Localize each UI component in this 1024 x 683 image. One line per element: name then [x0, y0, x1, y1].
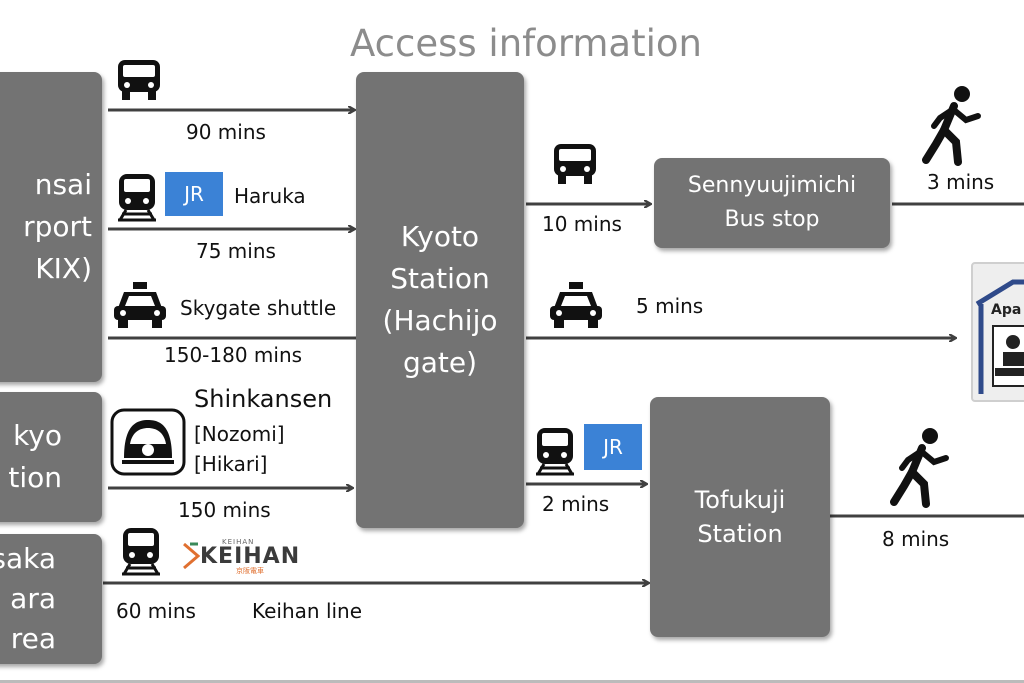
train-icon: [118, 174, 156, 222]
service-nozomi: [Nozomi]: [194, 422, 285, 446]
kyoto-line-1: Kyoto: [400, 220, 480, 253]
time-kyoto-jr: 2 mins: [542, 492, 610, 516]
train-icon: [122, 528, 160, 576]
apartment-icon: Apa: [971, 262, 1024, 402]
bus-icon: [554, 144, 596, 184]
kyoto-line-3: (Hachijo: [382, 304, 498, 337]
apartment-label: Apa: [991, 302, 1022, 318]
time-kyoto-bus: 10 mins: [542, 212, 622, 236]
page-title: Access information: [350, 22, 702, 65]
tokyo-line-1: kyo: [13, 419, 62, 452]
time-bus-kix: 90 mins: [186, 120, 266, 144]
time-keihan: 60 mins: [116, 599, 196, 623]
tofukuji-line-1: Tofukuji: [694, 486, 786, 514]
osaka-line-2: ara: [10, 582, 56, 615]
bus-icon: [118, 60, 160, 100]
service-hikari: [Hikari]: [194, 452, 268, 476]
shinkansen-icon: [110, 408, 186, 476]
tokyo-line-2: tion: [8, 461, 62, 494]
route-name-shinkansen: Shinkansen: [194, 385, 333, 413]
keihan-logo-text: KEIHAN: [200, 544, 301, 569]
osaka-nara-box: saka ara rea: [0, 534, 102, 664]
time-walk-tofukuji: 8 mins: [882, 527, 950, 551]
keihan-logo-small-bottom: 京阪電車: [236, 567, 264, 575]
keihan-logo: KEIHAN KEIHAN 京阪電車: [182, 538, 310, 575]
time-shinkansen: 150 mins: [178, 498, 271, 522]
kansai-line-2: rport: [23, 210, 92, 243]
bottom-divider: [0, 680, 1024, 683]
osaka-line-1: saka: [0, 542, 56, 575]
jr-badge-haruka: JR: [165, 172, 223, 216]
tofukuji-line-2: Station: [697, 520, 783, 548]
busstop-line-1: Sennyuujimichi: [687, 173, 857, 198]
route-name-haruka: Haruka: [234, 184, 306, 208]
kyoto-line-4: gate): [402, 346, 478, 379]
time-haruka: 75 mins: [196, 239, 276, 263]
time-walk-busstop: 3 mins: [927, 170, 995, 194]
route-name-skygate: Skygate shuttle: [180, 296, 337, 320]
kansai-line-3: KIX): [35, 252, 92, 285]
time-skygate: 150-180 mins: [164, 343, 303, 367]
route-name-keihan: Keihan line: [252, 599, 363, 623]
kyoto-station-box: Kyoto Station (Hachijo gate): [356, 72, 524, 528]
taxi-icon: [550, 282, 602, 328]
walking-person-icon: [890, 428, 949, 508]
taxi-icon: [114, 282, 166, 328]
kyoto-line-2: Station: [390, 262, 490, 295]
tofukuji-station-box: Tofukuji Station: [650, 397, 830, 637]
keihan-logo-small-top: KEIHAN: [222, 538, 255, 546]
busstop-line-2: Bus stop: [724, 207, 820, 232]
busstop-box: Sennyuujimichi Bus stop: [654, 158, 890, 248]
time-kyoto-taxi: 5 mins: [636, 294, 704, 318]
jr-badge-tofukuji: JR: [584, 424, 642, 470]
kansai-line-1: nsai: [34, 168, 92, 201]
tokyo-station-box: kyo tion: [0, 392, 102, 522]
kansai-airport-box: nsai rport KIX): [0, 72, 102, 382]
walking-person-icon: [922, 86, 981, 166]
train-icon: [536, 428, 574, 476]
osaka-line-3: rea: [10, 622, 56, 655]
